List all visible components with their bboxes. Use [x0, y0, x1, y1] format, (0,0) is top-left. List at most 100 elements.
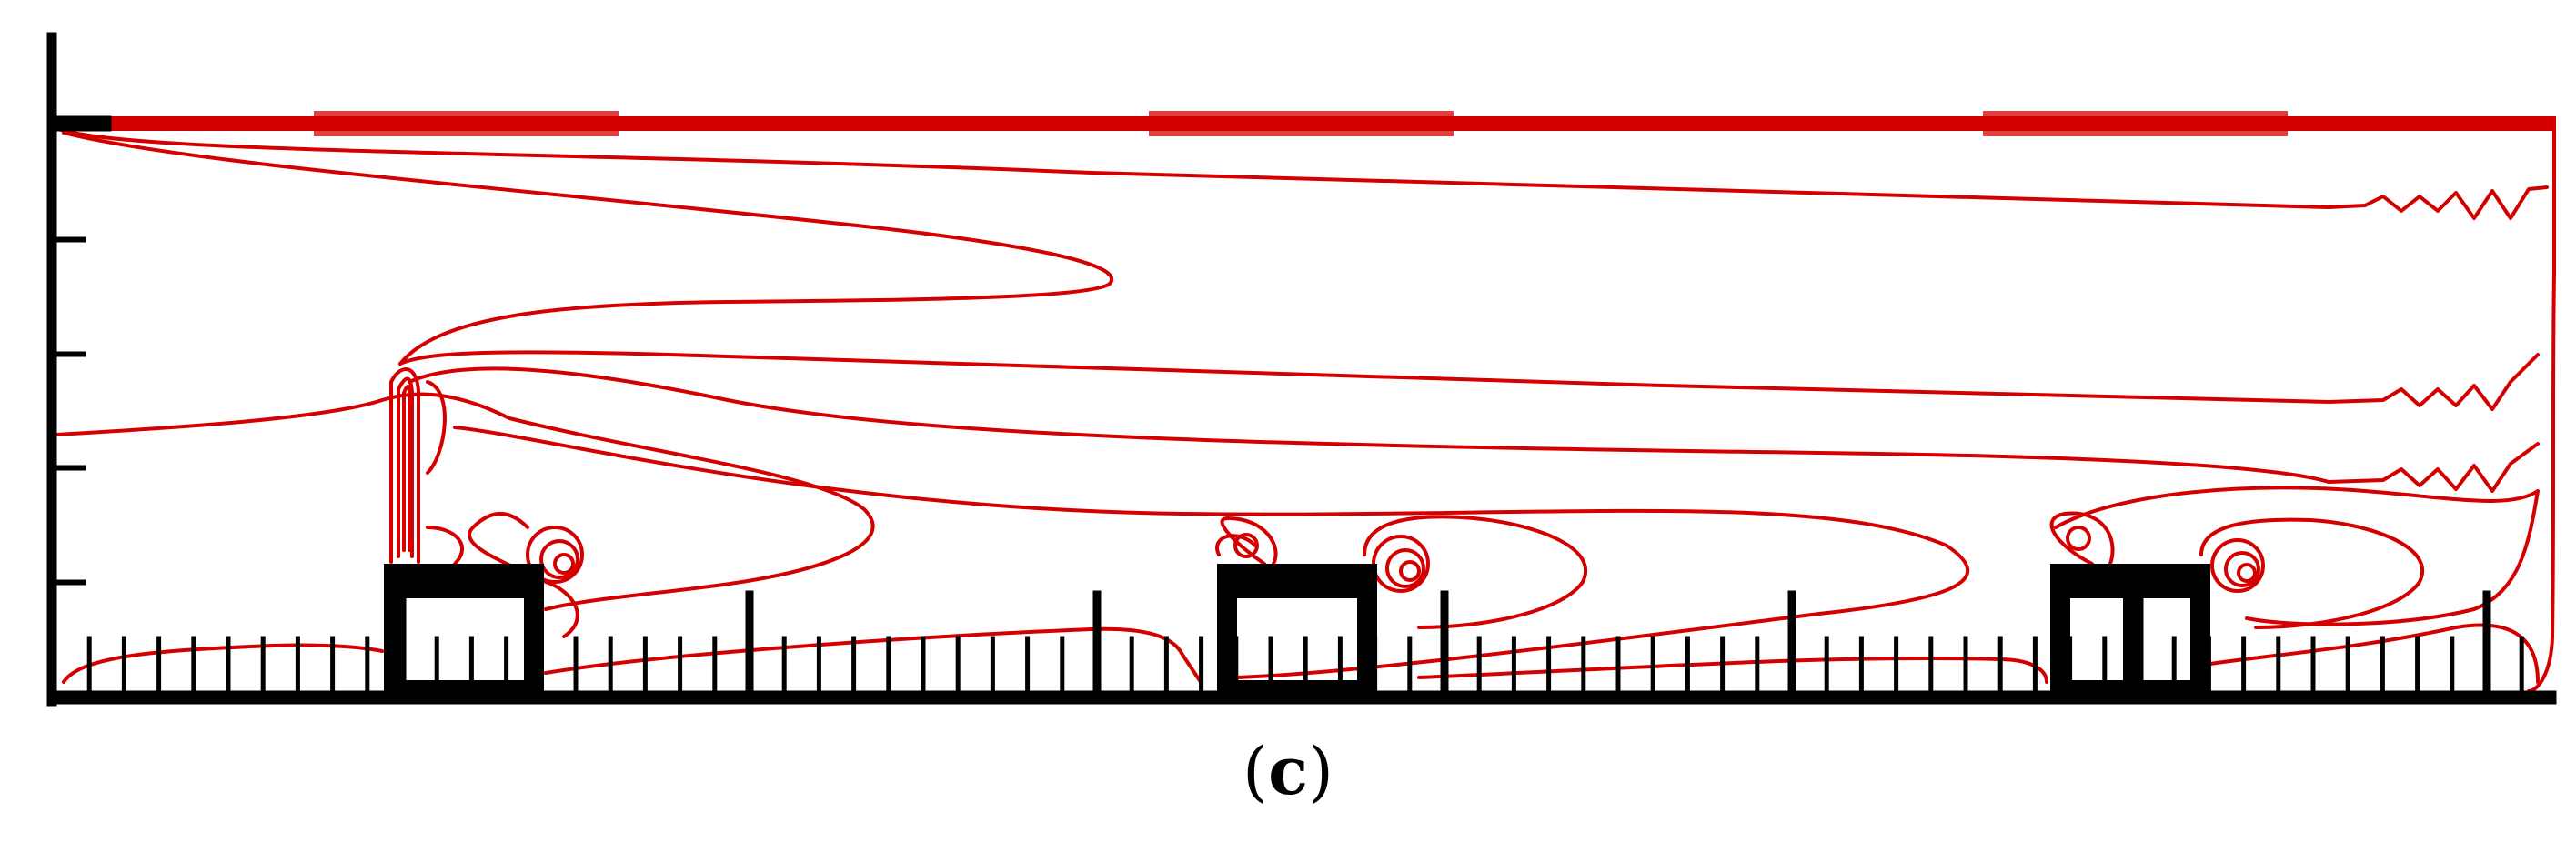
x-minor-tick — [1060, 636, 1065, 694]
x-minor-tick — [226, 636, 231, 694]
x-minor-tick — [1894, 636, 1899, 694]
y-tick-3 — [55, 465, 86, 471]
x-major-tick — [2482, 590, 2491, 694]
x-minor-tick — [2345, 636, 2350, 694]
x-minor-tick — [642, 636, 648, 694]
building-3 — [2050, 564, 2210, 691]
x-minor-tick — [1858, 636, 1864, 694]
x-minor-tick — [1303, 636, 1308, 694]
building-1-wall — [384, 564, 544, 591]
vortex-b1-loop-2 — [426, 526, 464, 566]
vortex-b1-right-3 — [553, 553, 575, 575]
x-minor-tick — [816, 636, 821, 694]
vortex-b1-right-1 — [526, 526, 584, 584]
x-major-tick — [745, 590, 754, 694]
vortex-b3-right-outer — [2199, 517, 2424, 629]
y-tick-4 — [55, 579, 86, 586]
x-minor-tick — [2519, 636, 2524, 694]
x-major-tick — [2135, 590, 2144, 694]
x-minor-tick — [2276, 636, 2281, 694]
x-major-tick — [1092, 590, 1102, 694]
x-minor-tick — [1337, 636, 1343, 694]
x-major-tick — [1440, 590, 1449, 694]
x-minor-tick — [1476, 636, 1482, 694]
building-3-wall — [2050, 564, 2210, 591]
y-tick-1 — [55, 236, 86, 243]
building-1-outline — [384, 564, 544, 691]
top-boundary-hatch-1 — [314, 111, 619, 136]
contour-line-5 — [55, 392, 875, 611]
x-minor-tick — [2032, 636, 2038, 694]
x-minor-tick — [1963, 636, 1968, 694]
top-boundary-hatch-2 — [1149, 111, 1454, 136]
x-minor-tick — [1720, 636, 1726, 694]
x-minor-tick — [1163, 636, 1169, 694]
x-minor-tick — [1615, 636, 1621, 694]
x-minor-tick — [1650, 636, 1655, 694]
x-minor-tick — [678, 636, 683, 694]
building-2-wall — [1217, 564, 1377, 591]
building-2 — [1217, 564, 1377, 691]
caption-letter: c — [1268, 732, 1308, 809]
x-minor-tick — [2380, 636, 2385, 694]
buildings — [384, 564, 2210, 691]
x-minor-tick — [156, 636, 162, 694]
x-minor-tick — [1685, 636, 1690, 694]
x-minor-tick — [2102, 636, 2108, 694]
x-axis-line — [46, 690, 2557, 705]
contour-line-2 — [62, 131, 1114, 366]
caption-open: ( — [1242, 733, 1269, 809]
x-minor-tick — [86, 636, 92, 694]
x-minor-tick — [1581, 636, 1586, 694]
building-3-outline — [2050, 564, 2210, 691]
x-minor-tick — [1755, 636, 1760, 694]
vortex-b3-left-core — [2066, 526, 2091, 551]
x-minor-tick — [434, 636, 439, 694]
x-minor-tick — [712, 636, 718, 694]
x-minor-tick — [1546, 636, 1552, 694]
x-minor-tick — [191, 636, 196, 694]
vortex-b2-right-3 — [1399, 560, 1421, 582]
vortex-b3-left — [2049, 511, 2115, 566]
bottom-left-tick — [46, 692, 112, 705]
vortex-b2-right-2 — [1385, 548, 1425, 588]
vortex-b2-left-core — [1233, 533, 1259, 558]
x-minor-tick — [365, 636, 370, 694]
x-minor-tick — [2450, 636, 2455, 694]
top-left-tick — [46, 115, 112, 132]
contour-line-6 — [453, 426, 1969, 679]
building-1 — [384, 564, 544, 691]
x-minor-tick — [2415, 636, 2420, 694]
vortex-b2-right-1 — [1372, 535, 1430, 593]
x-minor-tick — [121, 636, 126, 694]
contour-line-4 — [408, 366, 2540, 493]
x-minor-tick — [1997, 636, 2003, 694]
x-minor-tick — [886, 636, 891, 694]
x-minor-tick — [330, 636, 336, 694]
x-minor-tick — [260, 636, 266, 694]
vortex-b1-column-2 — [397, 376, 414, 558]
x-major-tick — [1787, 590, 1796, 694]
building-3-divider — [2123, 598, 2136, 682]
x-minor-tick — [1199, 636, 1204, 694]
vortex-b3-right-1 — [2210, 538, 2265, 593]
x-minor-tick — [1511, 636, 1516, 694]
vortex-b3-right-3 — [2237, 563, 2257, 583]
building-2-outline — [1217, 564, 1377, 691]
vortex-b1-right-2 — [539, 539, 579, 579]
top-boundary-hatch-3 — [1983, 111, 2288, 136]
y-axis-line — [46, 32, 57, 707]
x-minor-tick — [1824, 636, 1829, 694]
x-ticks — [52, 590, 2524, 694]
x-minor-tick — [1129, 636, 1134, 694]
contour-line-7 — [2054, 486, 2540, 626]
caption-close: ) — [1307, 733, 1334, 809]
x-minor-tick — [781, 636, 787, 694]
x-minor-tick — [851, 636, 857, 694]
x-minor-tick — [2171, 636, 2177, 694]
right-boundary-contour — [2527, 125, 2556, 693]
vortex-b1-column-1 — [389, 367, 420, 564]
x-minor-tick — [573, 636, 579, 694]
